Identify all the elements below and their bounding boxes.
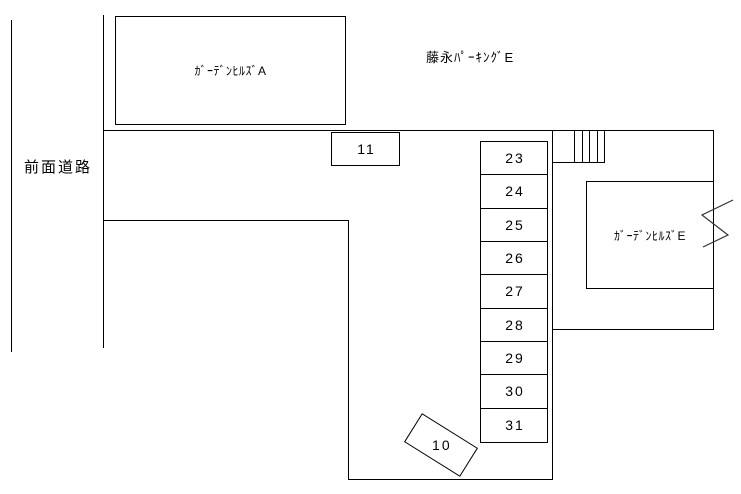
boundary-lower-right-line: [552, 329, 714, 330]
stall-11-label: 11: [357, 141, 376, 157]
stall-row: 25: [481, 209, 547, 242]
stall-row: 31: [481, 409, 547, 442]
stall-label: 31: [505, 417, 525, 434]
stairs-icon: [552, 131, 605, 163]
stall-label: 28: [505, 316, 525, 333]
stall-row: 24: [481, 175, 547, 209]
stall-label: 23: [505, 150, 525, 167]
road-edge-line: [11, 20, 12, 352]
stall-row: 26: [481, 242, 547, 276]
boundary-top-line: [103, 130, 714, 131]
stall-column: 23 24 25 26 27 28 29 30 31: [480, 141, 548, 443]
stall-label: 25: [505, 216, 525, 233]
boundary-left-lower-line: [348, 220, 349, 479]
boundary-bottom-line: [348, 479, 553, 480]
curb-line: [103, 15, 104, 348]
stall-label: 29: [505, 350, 525, 367]
stall-row: 30: [481, 375, 547, 409]
stall-row: 23: [481, 142, 547, 176]
stall-row: 27: [481, 275, 547, 309]
stall-10: 10: [404, 413, 478, 477]
stall-label: 30: [505, 383, 525, 400]
stall-row: 29: [481, 342, 547, 376]
stall-label: 26: [505, 250, 525, 267]
building-e-label: ｶﾞｰﾃﾞﾝﾋﾙｽﾞE: [613, 228, 686, 243]
building-e: ｶﾞｰﾃﾞﾝﾋﾙｽﾞE: [586, 181, 714, 289]
boundary-mid-line: [103, 220, 348, 221]
stall-label: 27: [505, 283, 525, 300]
front-road-label: 前面道路: [24, 159, 93, 176]
building-a: ｶﾞｰﾃﾞﾝﾋﾙｽﾞA: [115, 16, 346, 125]
stall-10-label: 10: [432, 436, 452, 453]
building-a-label: ｶﾞｰﾃﾞﾝﾋﾙｽﾞA: [194, 64, 267, 78]
stall-row: 28: [481, 309, 547, 342]
stall-11: 11: [331, 132, 400, 166]
stall-label: 24: [505, 183, 525, 200]
break-zigzag-icon: [700, 199, 734, 248]
inner-divider-line: [552, 130, 553, 479]
parking-title: 藤永ﾊﾟｰｷﾝｸﾞE: [426, 50, 515, 65]
